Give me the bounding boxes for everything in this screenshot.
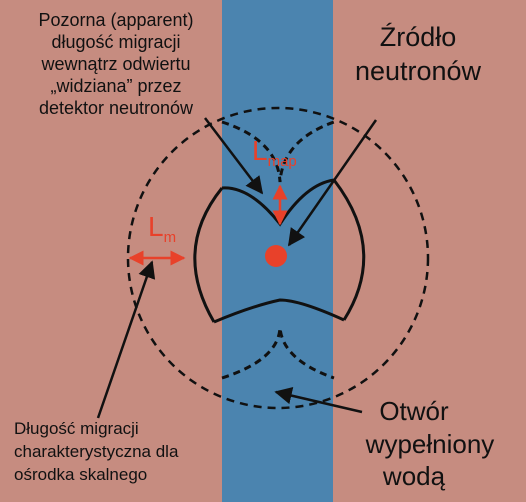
- lmap-subscript: map: [268, 153, 297, 170]
- lm-subscript: m: [164, 229, 177, 246]
- apparent-text-line-2: długość migracji: [51, 32, 180, 52]
- apparent-text-line-1: Pozorna (apparent): [38, 10, 193, 30]
- apparent-text-line-4: „widziana” przez: [50, 76, 181, 96]
- characteristic-text-line-1: Długość migracji: [14, 419, 139, 438]
- borehole-text-line-2: wypełniony: [365, 429, 495, 459]
- apparent-text-line-5: detektor neutronów: [39, 98, 194, 118]
- source-text-line-2: neutronów: [355, 56, 482, 86]
- borehole-text-line-1: Otwór: [379, 396, 449, 426]
- characteristic-text-line-2: charakterystyczna dla: [14, 442, 179, 461]
- lmap-main: L: [252, 135, 268, 166]
- apparent-text-line-3: wewnątrz odwiertu: [40, 54, 190, 74]
- source-text-line-1: Źródło: [380, 22, 457, 52]
- borehole-text-line-3: wodą: [382, 461, 446, 491]
- neutron-source-dot: [265, 245, 287, 267]
- lm-main: L: [148, 211, 164, 242]
- characteristic-text-line-3: ośrodka skalnego: [14, 465, 147, 484]
